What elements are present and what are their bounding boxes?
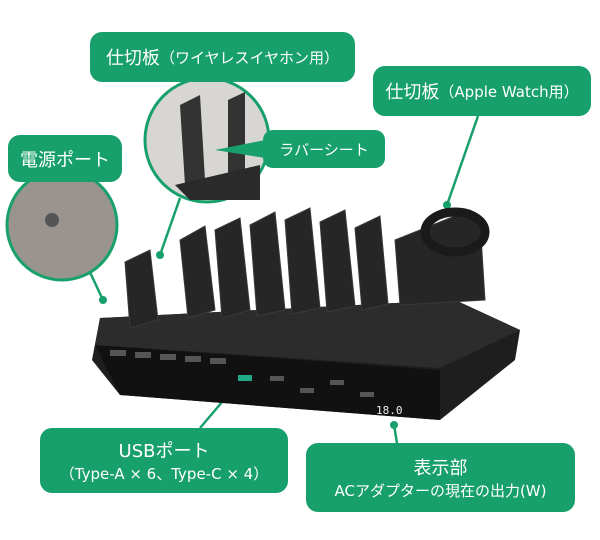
leader-line-earphone	[158, 197, 182, 256]
label-rubber-sheet: ラバーシート	[263, 130, 385, 168]
label-earphone-divider: 仕切板（ワイヤレスイヤホン用）	[90, 32, 355, 82]
label-sub: （Apple Watch用）	[439, 82, 579, 101]
label-title: 仕切板	[385, 82, 440, 103]
watch-ring	[420, 207, 490, 257]
power-port-closeup	[5, 168, 119, 282]
power-readout: 18.0	[376, 404, 403, 417]
dividers	[124, 207, 486, 329]
label-usb-port: USBポート （Type-A × 6、Type-C × 4）	[40, 428, 288, 493]
label-sub: （Type-A × 6、Type-C × 4）	[59, 465, 269, 483]
label-sub: （ワイヤレスイヤホン用）	[159, 48, 340, 67]
label-title: 表示部	[413, 458, 468, 479]
label-title: 電源ポート	[20, 149, 110, 171]
label-title: 仕切板	[105, 48, 160, 69]
label-watch-divider: 仕切板（Apple Watch用）	[373, 66, 591, 116]
power-port-jack	[45, 213, 59, 227]
label-sub: ACアダプターの現在の出力(W)	[334, 482, 547, 500]
label-title: USBポート	[118, 441, 210, 462]
label-display: 表示部 ACアダプターの現在の出力(W)	[306, 443, 575, 512]
label-power-port: 電源ポート	[8, 135, 122, 182]
leader-line-watch	[445, 115, 480, 206]
label-title: ラバーシート	[279, 140, 369, 159]
